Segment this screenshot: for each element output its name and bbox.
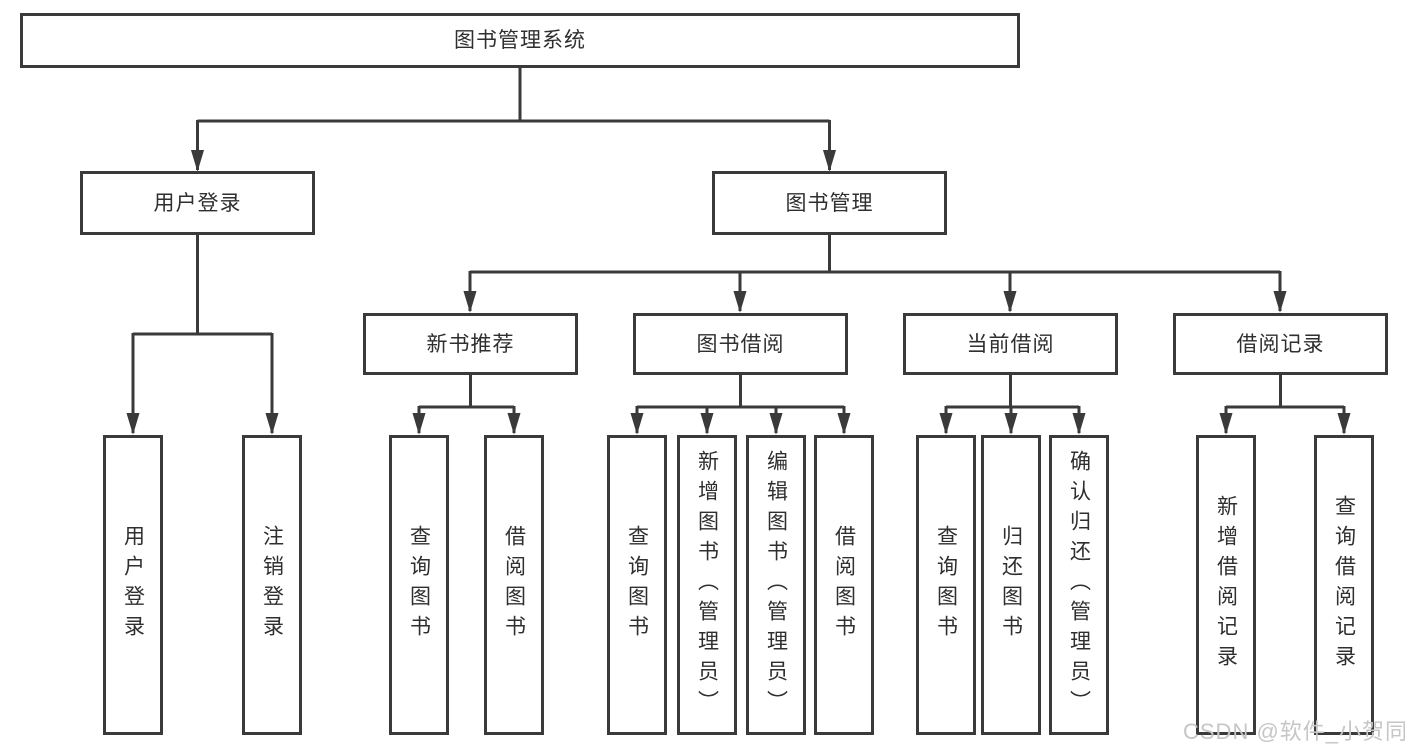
leaf-cb-query-books: 查询图书 (916, 435, 976, 735)
node-current-borrow: 当前借阅 (903, 313, 1118, 375)
node-borrow-record: 借阅记录 (1173, 313, 1388, 375)
leaf-cb-return-books: 归还图书 (981, 435, 1041, 735)
leaf-nb-query-books: 查询图书 (389, 435, 449, 735)
node-book-management: 图书管理 (712, 171, 947, 235)
leaf-br-query-record: 查询借阅记录 (1314, 435, 1374, 735)
node-user-login: 用户登录 (80, 171, 315, 235)
leaf-cb-confirm-return-admin: 确认归还（管理员） (1049, 435, 1109, 735)
leaf-nb-borrow-books: 借阅图书 (484, 435, 544, 735)
leaf-bb-query-books: 查询图书 (607, 435, 667, 735)
leaf-user-login: 用户登录 (103, 435, 163, 735)
leaf-br-add-record: 新增借阅记录 (1196, 435, 1256, 735)
node-book-borrow: 图书借阅 (633, 313, 848, 375)
leaf-bb-borrow-books: 借阅图书 (814, 435, 874, 735)
node-new-book-recommend: 新书推荐 (363, 313, 578, 375)
leaf-bb-add-books-admin: 新增图书（管理员） (677, 435, 737, 735)
node-library-management-system: 图书管理系统 (20, 13, 1020, 68)
leaf-logout: 注销登录 (242, 435, 302, 735)
leaf-bb-edit-books-admin: 编辑图书（管理员） (746, 435, 806, 735)
watermark: CSDN @软件_小贺同学 (1183, 719, 1405, 744)
